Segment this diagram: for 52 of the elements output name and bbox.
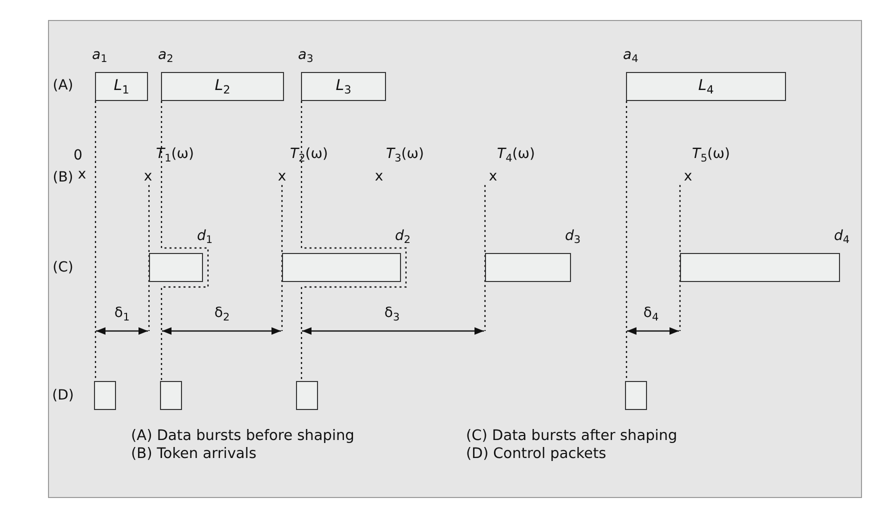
guide-line [626,101,628,381]
shaped-burst-box [149,253,203,282]
row-label: (B) [52,170,74,186]
departure-time-label: d$_{1}$ [197,229,213,247]
data-burst-box [301,72,386,101]
shaped-burst-box [680,253,840,282]
token-mark: x [278,169,286,185]
arrival-time-label: a$_{4}$ [623,48,638,66]
legend-text: (A) Data bursts before shaping [131,429,354,445]
guide-line [94,101,96,381]
burst-length-label: L$_{2}$ [214,78,230,96]
guide-line [160,101,209,381]
burst-length-label: L$_{3}$ [336,78,352,96]
burst-length-label: L$_{1}$ [114,78,130,96]
arrival-time-label: a$_{1}$ [92,48,108,66]
interval-label: δ$_{1}$ [114,306,130,324]
row-label: (C) [52,260,74,276]
burst-length-label: L$_{4}$ [698,78,714,96]
legend-text: (C) Data bursts after shaping [466,429,678,445]
row-label: (D) [52,388,74,404]
legend-text: (B) Token arrivals [131,447,256,463]
token-mark: x [78,167,86,183]
token-mark: x [488,169,498,185]
row-label: (A) [52,78,74,94]
token-time-label: T$_{5}$(ω) [692,147,730,165]
arrival-time-label: a$_{2}$ [158,48,174,66]
token-mark: x [684,169,692,185]
control-packet-box [625,381,647,410]
token-time-label: T$_{2}$(ω) [290,147,328,165]
departure-time-label: d$_{3}$ [565,229,581,247]
token-time-label: T$_{3}$(ω) [386,147,424,165]
data-burst-box [626,72,786,101]
interval-label: δ$_{3}$ [384,306,400,324]
shaped-burst-box [485,253,571,282]
time-label: 0 [74,148,82,164]
data-burst-box [95,72,148,101]
token-mark: x [374,169,384,185]
departure-time-label: d$_{2}$ [395,229,411,247]
token-mark: x [144,169,152,185]
departure-time-label: d$_{4}$ [834,229,850,247]
control-packet-box [94,381,116,410]
data-burst-box [161,72,284,101]
shaped-burst-box [282,253,401,282]
control-packet-box [296,381,318,410]
guide-line [300,101,407,381]
interval-label: δ$_{4}$ [643,306,659,324]
arrival-time-label: a$_{3}$ [298,48,314,66]
interval-label: δ$_{2}$ [214,306,230,324]
token-time-label: T$_{1}$(ω) [156,147,194,165]
token-time-label: T$_{4}$(ω) [497,147,535,165]
control-packet-box [160,381,182,410]
legend-text: (D) Control packets [466,447,606,463]
